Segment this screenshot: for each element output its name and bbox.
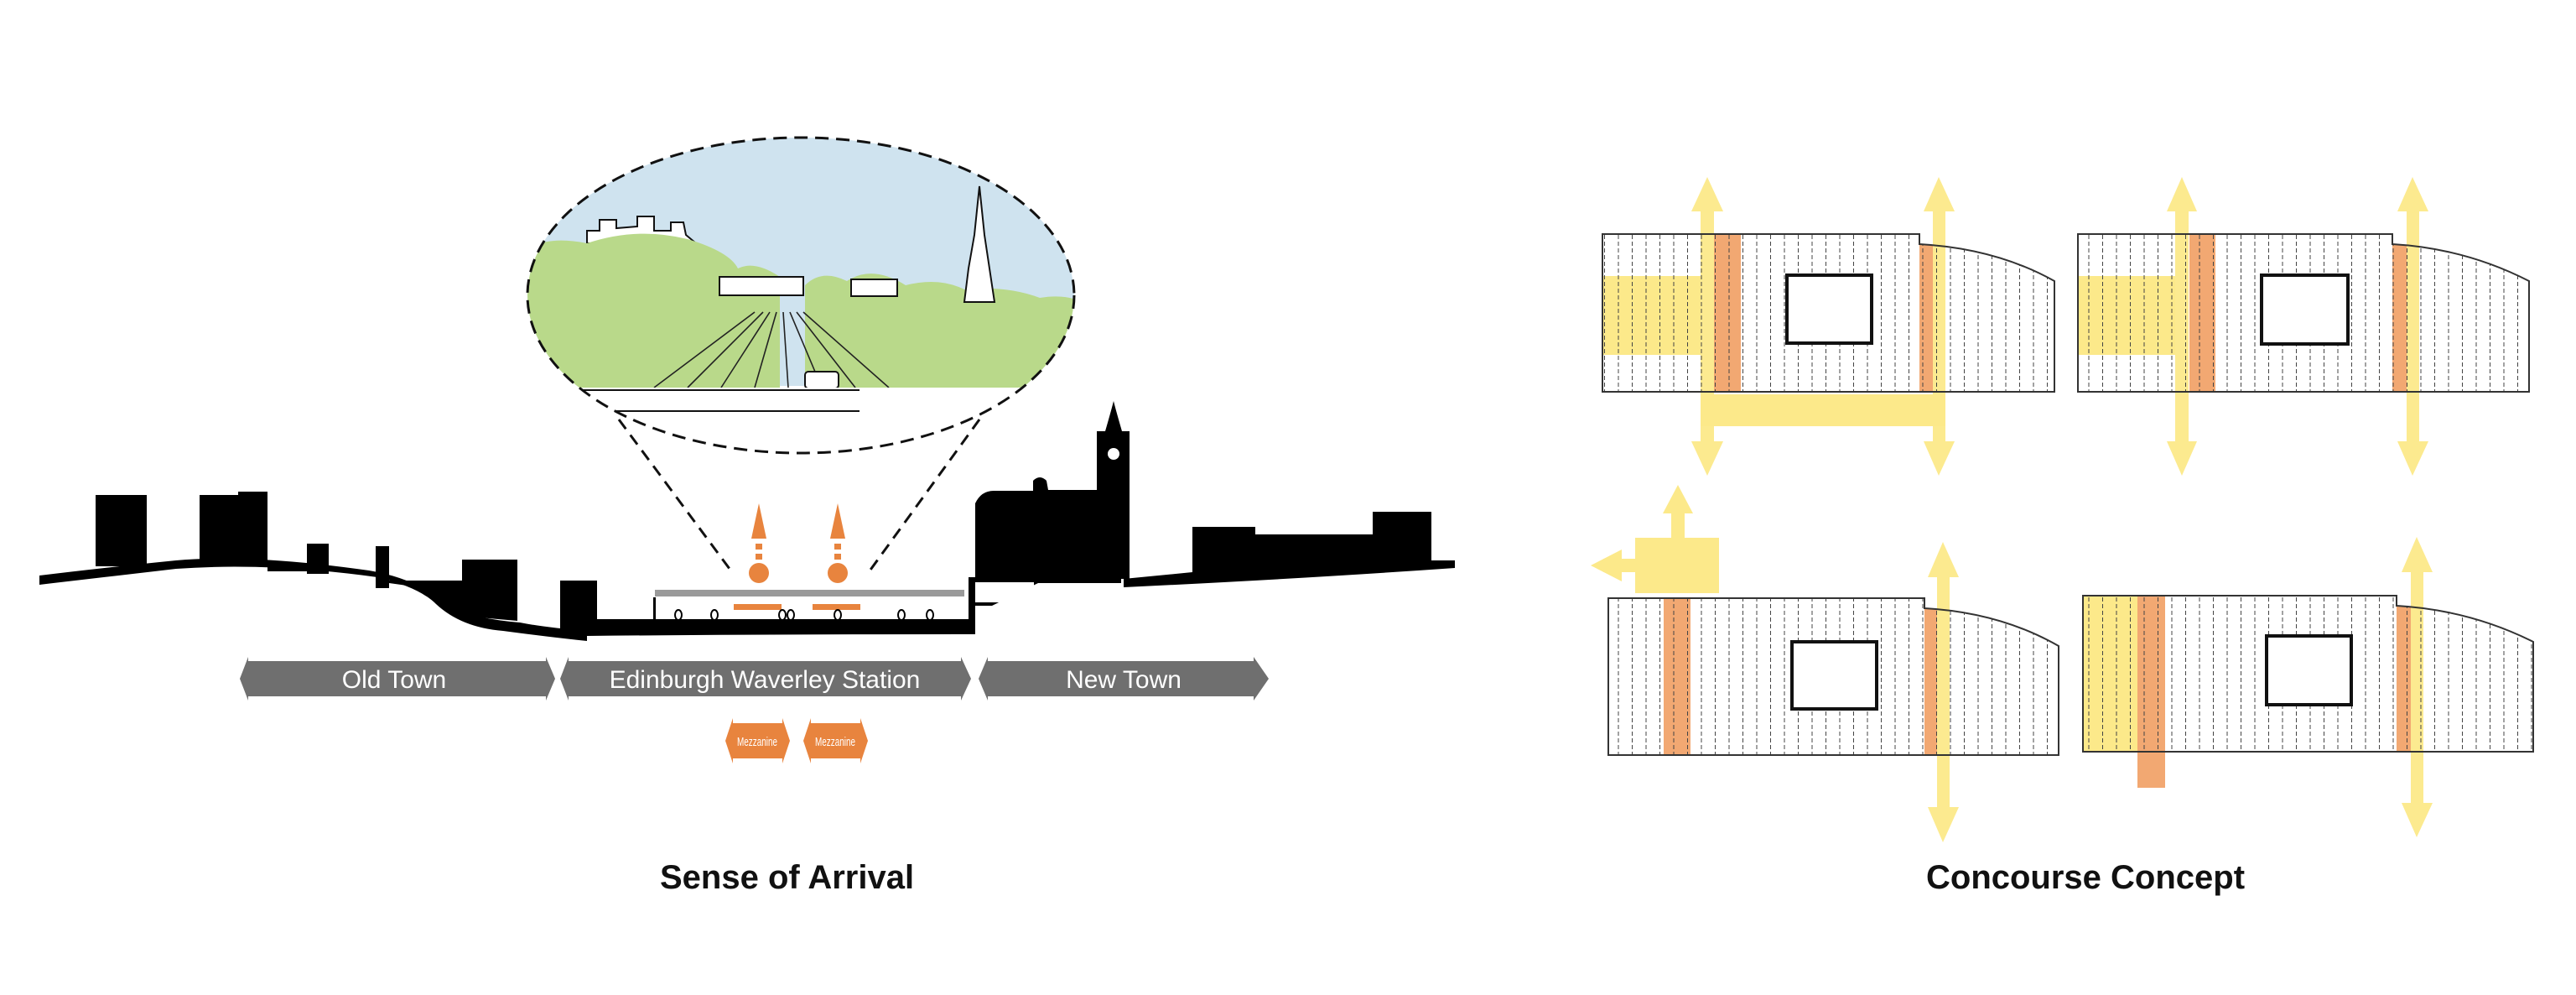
mezzanine-deck [734, 604, 782, 610]
zone-label-text: New Town [1066, 666, 1182, 694]
old-town-building [307, 544, 329, 574]
north-bridge-buildings [975, 401, 1130, 579]
old-town-building [200, 495, 238, 564]
elevated-exit-arrows [1591, 485, 1719, 593]
concourse-option-3 [1591, 485, 2059, 842]
zone-label-station: Edinburgh Waverley Station [560, 657, 971, 701]
west-platform-post [653, 597, 656, 619]
old-town-building [267, 563, 307, 571]
gallery-building [719, 276, 804, 296]
concourse-link-bar [1701, 394, 1945, 426]
zone-label-text: Edinburgh Waverley Station [610, 666, 921, 694]
mezzanine-deck [813, 604, 860, 610]
concourse-option-2 [2077, 177, 2530, 476]
arrival-arrow [828, 503, 848, 583]
concourse-option-4 [2082, 537, 2534, 837]
sense-of-arrival-caption: Sense of Arrival [660, 859, 915, 896]
city-section-silhouette [39, 401, 1455, 641]
old-town-building [389, 560, 517, 621]
new-town-ground [1124, 512, 1455, 587]
sense-of-arrival-section: Old Town Edinburgh Waverley Station New … [39, 136, 1455, 763]
sight-line-right [867, 419, 981, 573]
arrival-arrow [749, 503, 769, 583]
clock-face [1108, 448, 1119, 460]
ramp-inner-white [975, 582, 1034, 602]
mezzanine-badge: Mezzanine [725, 718, 790, 763]
sight-line-left [617, 419, 734, 573]
concourse-concept-caption: Concourse Concept [1926, 859, 2246, 896]
mezzanine-badge-text: Mezzanine [815, 735, 855, 749]
vignette-frame [526, 136, 1076, 455]
central-void [1785, 273, 1873, 345]
old-town-building [96, 495, 147, 566]
foliage-left [527, 233, 780, 394]
station-interior [653, 503, 964, 621]
old-town-building [238, 492, 267, 564]
foliage-right [805, 273, 1074, 394]
railway-tracks [653, 311, 890, 388]
old-town-building [376, 546, 389, 588]
station-floor [587, 619, 975, 634]
concourse-option-1 [1602, 177, 2055, 476]
zone-label-new-town: New Town [979, 657, 1269, 701]
mezzanine-badge: Mezzanine [803, 718, 868, 763]
central-void [2260, 273, 2350, 346]
zone-label-text: Old Town [342, 666, 447, 694]
scott-monument-spire [963, 185, 996, 303]
central-void [2265, 634, 2353, 706]
station-roof-line [655, 590, 964, 596]
train-wheels [674, 609, 934, 621]
distant-building [850, 279, 898, 297]
mezzanine-badge-text: Mezzanine [737, 735, 777, 749]
zone-label-old-town: Old Town [240, 657, 555, 701]
central-void [1790, 640, 1878, 711]
platform-kiosk [804, 371, 839, 389]
old-town-ground [39, 558, 587, 641]
